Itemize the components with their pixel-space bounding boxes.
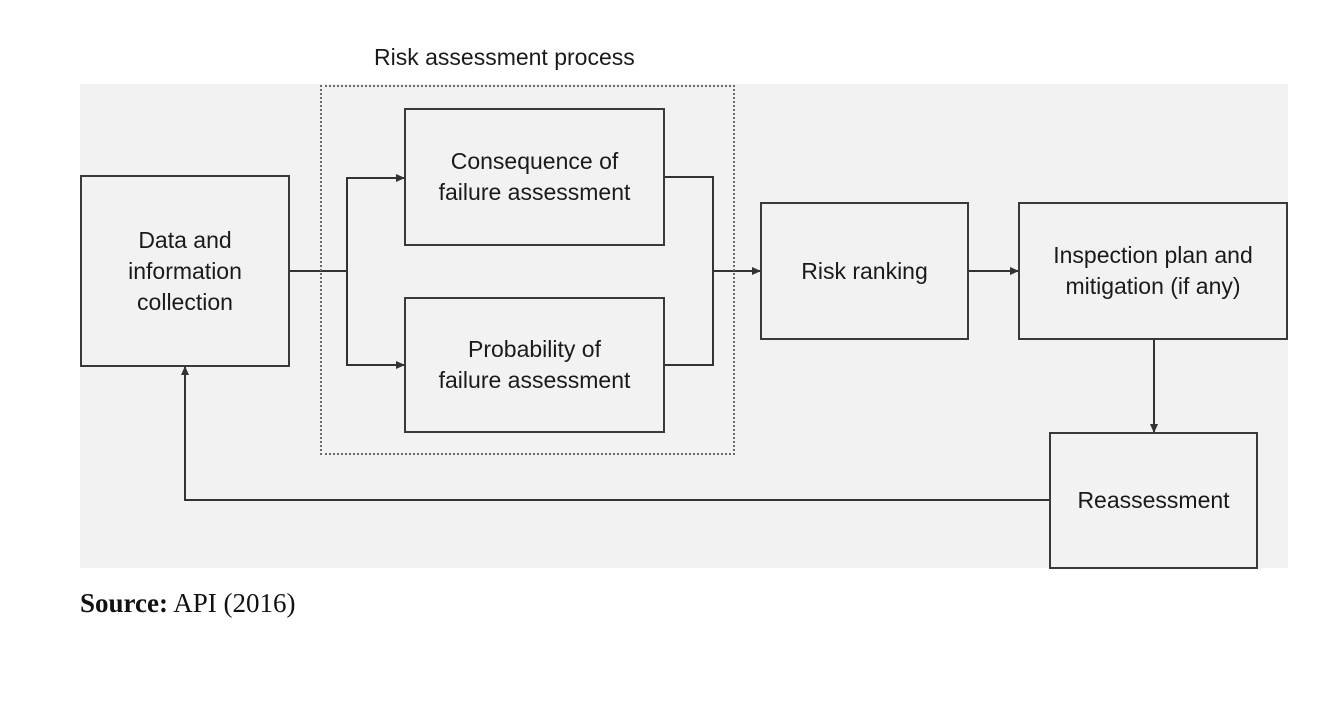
source-caption: Source: API (2016): [80, 588, 296, 619]
connector-consequence-to-merge: [664, 176, 714, 271]
connector-reassessment-feedback: [181, 366, 1050, 501]
connector-split-to-probability: [346, 271, 405, 369]
source-label: Source:: [80, 588, 168, 618]
node-probability-assessment: Probability of failure assessment: [404, 297, 665, 433]
connector-split-to-consequence: [346, 174, 405, 271]
source-text: API (2016): [173, 588, 296, 618]
group-title: Risk assessment process: [374, 44, 635, 70]
node-data-collection: Data and information collection: [80, 175, 290, 367]
node-risk-ranking: Risk ranking: [760, 202, 969, 340]
node-reassessment: Reassessment: [1049, 432, 1258, 569]
connector-probability-to-merge: [664, 271, 714, 366]
node-consequence-assessment: Consequence of failure assessment: [404, 108, 665, 246]
node-inspection-plan: Inspection plan and mitigation (if any): [1018, 202, 1288, 340]
risk-assessment-process-group: [320, 85, 735, 455]
